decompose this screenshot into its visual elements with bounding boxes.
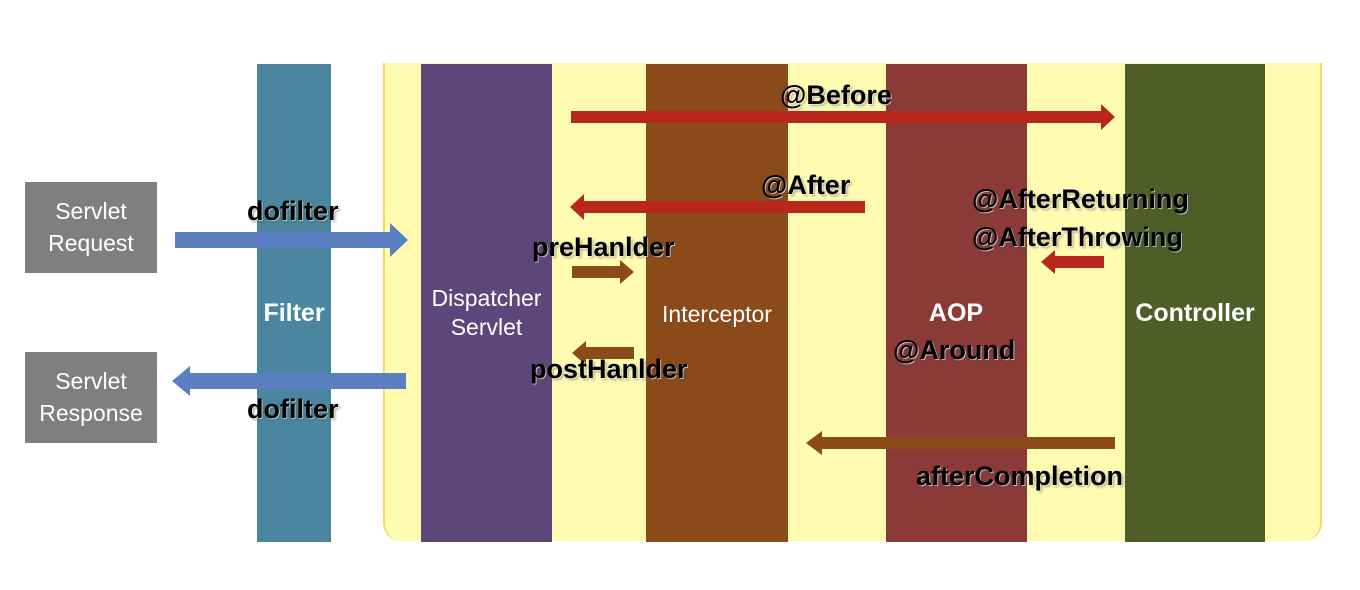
dispatcher-servlet-column — [421, 64, 552, 542]
servlet-response-box: Servlet Response — [25, 352, 157, 443]
after-returning-arrow — [1041, 250, 1104, 274]
after-completion-arrow — [806, 431, 1115, 455]
servlet-request-box: Servlet Request — [25, 182, 157, 273]
aop-column — [886, 64, 1027, 542]
dispatcher-servlet-label: Dispatcher Servlet — [421, 284, 552, 342]
after-label: @After — [761, 170, 851, 200]
dispatcher-label-line2: Servlet — [450, 313, 523, 340]
controller-label: Controller — [1135, 299, 1255, 327]
controller-column — [1125, 64, 1265, 542]
dofilter-in-label: dofilter — [247, 196, 339, 226]
after-throwing-label: @AfterThrowing — [972, 222, 1183, 252]
dofilter-in-arrow — [175, 223, 408, 257]
around-label: @Around — [893, 335, 1016, 365]
dofilter-out-arrow — [172, 366, 406, 396]
aop-label-main: AOP — [928, 299, 984, 327]
post-handler-arrow — [572, 341, 634, 365]
before-arrow — [571, 104, 1115, 130]
pre-handler-arrow — [572, 260, 634, 284]
after-completion-label: afterCompletion — [916, 461, 1124, 491]
before-label: @Before — [780, 80, 892, 110]
servlet-response-line2: Response — [39, 399, 143, 426]
dofilter-out-label: dofilter — [247, 394, 339, 424]
servlet-request-line2: Request — [48, 229, 134, 256]
after-returning-label: @AfterReturning — [972, 184, 1189, 214]
after-arrow — [570, 194, 865, 220]
pre-handler-label: preHanlder — [532, 232, 675, 262]
servlet-request-line1: Servlet — [55, 198, 127, 225]
servlet-response-line1: Servlet — [55, 368, 127, 395]
filter-label: Filter — [263, 299, 325, 327]
dispatcher-label-line1: Dispatcher — [431, 285, 542, 311]
post-handler-label: postHanlder — [530, 354, 688, 384]
interceptor-label: Interceptor — [662, 301, 772, 327]
interceptor-column — [646, 64, 788, 542]
filter-column — [257, 64, 331, 542]
